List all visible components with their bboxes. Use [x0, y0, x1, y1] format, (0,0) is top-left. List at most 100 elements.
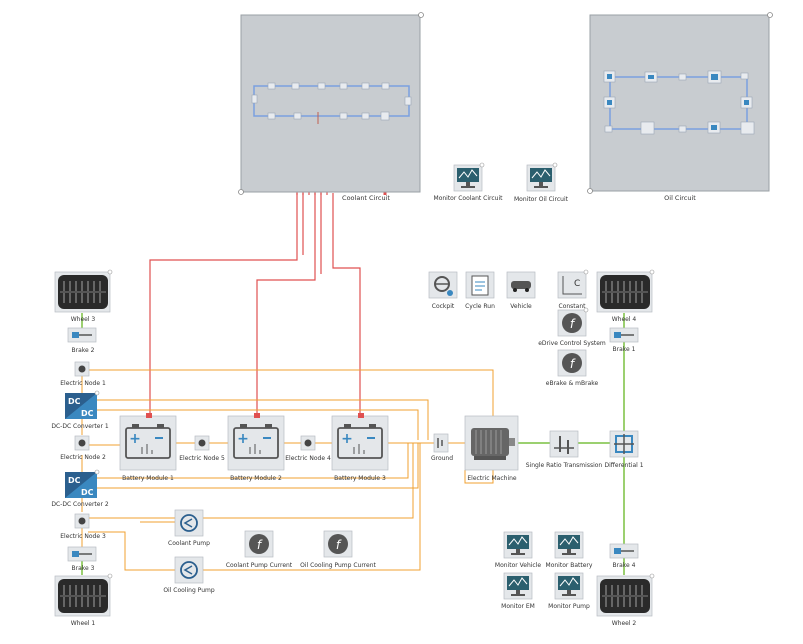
svg-text:Constant: Constant — [559, 303, 587, 310]
function-icon — [249, 534, 269, 554]
node-icon — [78, 365, 86, 373]
svg-text:Coolant Pump Current: Coolant Pump Current — [226, 562, 293, 569]
monitor-battery[interactable]: Monitor Battery — [546, 531, 593, 569]
svg-text:Wheel 1: Wheel 1 — [71, 620, 96, 627]
svg-text:Monitor Oil Circuit: Monitor Oil Circuit — [514, 196, 569, 203]
single-ratio-transmission-block[interactable]: Single Ratio Transmission — [526, 430, 603, 469]
wheel-2[interactable]: Wheel 2 — [596, 573, 655, 627]
svg-text:Battery Module 2: Battery Module 2 — [230, 475, 282, 482]
svg-text:Electric Node 2: Electric Node 2 — [60, 454, 106, 461]
brake-icon — [72, 332, 79, 338]
svg-text:Vehicle: Vehicle — [510, 303, 532, 310]
electric-node-1[interactable]: Electric Node 1 — [60, 361, 106, 387]
svg-text:Oil Cooling Pump: Oil Cooling Pump — [163, 587, 215, 594]
svg-text:Wheel 4: Wheel 4 — [612, 316, 637, 323]
svg-text:Electric Node 1: Electric Node 1 — [60, 380, 106, 387]
pump-icon — [180, 561, 198, 579]
wheel-4[interactable]: Wheel 4 — [596, 269, 655, 323]
svg-text:Monitor Battery: Monitor Battery — [546, 562, 593, 569]
brake-icon — [72, 551, 79, 557]
coolant-pump-current-block[interactable]: f Coolant Pump Current — [226, 530, 293, 569]
coolant-circuit-panel[interactable]: Coolant Circuit — [238, 12, 424, 203]
dc-dc-converter-2[interactable]: DC DC DC-DC Converter 2 — [51, 469, 109, 508]
monitor-vehicle[interactable]: Monitor Vehicle — [495, 531, 541, 569]
cockpit-block[interactable]: Cockpit — [428, 271, 458, 310]
cycle-run-block[interactable]: Cycle Run — [465, 271, 495, 310]
svg-text:f: f — [570, 357, 576, 371]
battery-icon: + — [337, 424, 383, 459]
tire-icon — [57, 578, 109, 614]
svg-text:Electric Node 4: Electric Node 4 — [285, 455, 331, 462]
electric-node-4[interactable]: Electric Node 4 — [285, 435, 331, 462]
svg-text:Brake 2: Brake 2 — [72, 347, 95, 354]
svg-text:Brake 3: Brake 3 — [72, 565, 95, 572]
coolant-pump-block[interactable]: Coolant Pump — [168, 509, 210, 547]
battery-icon: + — [125, 424, 171, 459]
oil-circuit-label: Oil Circuit — [664, 194, 696, 202]
svg-text:Wheel 2: Wheel 2 — [612, 620, 637, 627]
svg-text:+: + — [341, 431, 353, 447]
svg-text:Brake 4: Brake 4 — [613, 562, 636, 569]
svg-text:DC: DC — [81, 488, 94, 497]
svg-text:DC-DC Converter 2: DC-DC Converter 2 — [51, 501, 108, 508]
svg-text:f: f — [570, 317, 576, 331]
battery-module-3[interactable]: + Battery Module 3 — [331, 413, 389, 482]
node-icon — [198, 439, 206, 447]
battery-module-2[interactable]: + Battery Module 2 — [227, 413, 285, 482]
constant-icon — [562, 276, 582, 295]
node-icon — [78, 517, 86, 525]
function-icon — [562, 353, 582, 373]
differential-block[interactable]: Differential 1 — [604, 430, 644, 469]
battery-module-1[interactable]: + Battery Module 1 — [119, 413, 177, 482]
svg-text:f: f — [336, 538, 342, 552]
svg-text:+: + — [129, 431, 141, 447]
monitor-oil-circuit[interactable]: Monitor Oil Circuit — [514, 162, 569, 203]
ground-block[interactable]: Ground — [431, 433, 453, 462]
svg-text:Electric Machine: Electric Machine — [467, 475, 517, 482]
svg-text:Monitor Vehicle: Monitor Vehicle — [495, 562, 541, 569]
node-icon — [304, 439, 312, 447]
tire-icon — [57, 274, 109, 310]
svg-text:Battery Module 1: Battery Module 1 — [122, 475, 174, 482]
electric-machine-block[interactable]: Electric Machine — [464, 415, 519, 482]
monitor-pump[interactable]: Monitor Pump — [548, 572, 590, 610]
gear-icon — [554, 436, 574, 454]
brake-4[interactable]: Brake 4 — [609, 543, 639, 569]
svg-text:+: + — [237, 431, 249, 447]
brake-1[interactable]: Brake 1 — [609, 327, 639, 353]
oil-loop — [603, 70, 755, 135]
svg-text:Coolant Pump: Coolant Pump — [168, 540, 210, 547]
vehicle-block[interactable]: Vehicle — [506, 271, 536, 310]
converter-icon — [65, 393, 97, 419]
converter-icon — [65, 472, 97, 498]
ebrake-mbrake-block[interactable]: f eBrake & mBrake — [546, 349, 599, 387]
motor-icon — [471, 428, 515, 460]
dc-dc-converter-1[interactable]: DC DC DC-DC Converter 1 — [51, 390, 109, 430]
svg-text:Monitor Coolant Circuit: Monitor Coolant Circuit — [434, 195, 504, 202]
coolant-circuit-label: Coolant Circuit — [342, 194, 390, 202]
monitor-coolant-circuit[interactable]: Monitor Coolant Circuit — [434, 162, 504, 202]
electric-node-3[interactable]: Electric Node 3 — [60, 513, 106, 540]
brake-2[interactable]: Brake 2 — [67, 327, 97, 354]
electric-node-5[interactable]: Electric Node 5 — [179, 435, 225, 462]
monitor-em[interactable]: Monitor EM — [501, 572, 535, 610]
tire-icon — [599, 578, 651, 614]
svg-text:DC: DC — [68, 476, 81, 485]
electric-node-2[interactable]: Electric Node 2 — [60, 435, 106, 461]
oil-circuit-panel[interactable]: Oil Circuit — [587, 12, 773, 203]
svg-text:DC: DC — [68, 397, 81, 406]
wheel-3[interactable]: Wheel 3 — [54, 269, 113, 323]
svg-text:eDrive Control System: eDrive Control System — [538, 340, 606, 347]
svg-text:Monitor EM: Monitor EM — [501, 603, 535, 610]
oil-cooling-pump-current-block[interactable]: f Oil Cooling Pump Current — [300, 530, 377, 569]
differential-icon — [614, 434, 634, 454]
battery-icon: + — [233, 424, 279, 459]
edrive-control-system-block[interactable]: f eDrive Control System — [538, 307, 606, 347]
constant-block[interactable]: C Constant — [557, 269, 589, 310]
brake-3[interactable]: Brake 3 — [67, 546, 97, 572]
node-icon — [78, 439, 86, 447]
wheel-1[interactable]: Wheel 1 — [54, 573, 113, 627]
oil-cooling-pump-block[interactable]: Oil Cooling Pump — [163, 556, 215, 594]
svg-text:eBrake & mBrake: eBrake & mBrake — [546, 380, 599, 387]
